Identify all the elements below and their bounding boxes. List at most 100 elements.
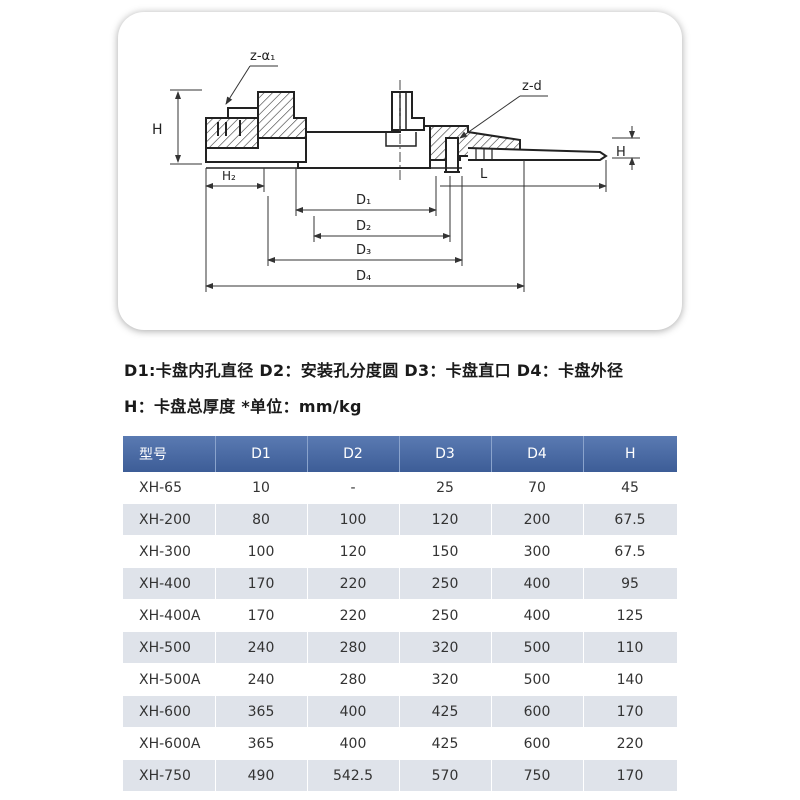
header-d1: D1 — [215, 436, 308, 472]
cell-d3: 250 — [399, 567, 492, 600]
cell-h: 170 — [583, 759, 678, 792]
label-H-right: H — [616, 145, 626, 160]
cell-h: 45 — [583, 472, 678, 504]
cell-d1: 240 — [215, 663, 308, 696]
cell-d4: 600 — [491, 695, 584, 728]
dim-H-right — [612, 126, 640, 170]
cell-d3: 320 — [399, 631, 492, 664]
dim-L — [440, 160, 607, 192]
dim-H2 — [205, 168, 265, 292]
dim-H-left — [170, 89, 202, 165]
cell-d2: 400 — [307, 695, 400, 728]
header-d2: D2 — [307, 436, 400, 472]
cell-model: XH-200 — [123, 503, 216, 536]
cell-d3: 250 — [399, 599, 492, 632]
cell-d2: 220 — [307, 599, 400, 632]
dim-D2 — [313, 176, 451, 242]
cell-d4: 70 — [491, 472, 584, 504]
cell-d4: 750 — [491, 759, 584, 792]
cell-d4: 300 — [491, 535, 584, 568]
legend-line-1: D1:卡盘内孔直径 D2：安装孔分度圆 D3：卡盘直口 D4：卡盘外径 — [124, 361, 624, 380]
cell-d4: 500 — [491, 631, 584, 664]
cell-h: 110 — [583, 631, 678, 664]
cell-model: XH-500A — [123, 663, 216, 696]
cell-d1: 490 — [215, 759, 308, 792]
cell-d2: 100 — [307, 503, 400, 536]
cell-d4: 200 — [491, 503, 584, 536]
cell-d1: 240 — [215, 631, 308, 664]
label-D4: D₄ — [356, 269, 371, 284]
chuck-body — [205, 91, 608, 173]
cell-model: XH-400 — [123, 567, 216, 600]
cell-d3: 25 — [399, 472, 492, 504]
cell-h: 67.5 — [583, 503, 678, 536]
label-D2: D₂ — [356, 219, 371, 234]
cell-h: 220 — [583, 727, 678, 760]
header-d3: D3 — [399, 436, 492, 472]
chuck-cross-section-drawing: H z-α₁ z-d H H₂ L D₁ D₂ — [152, 49, 640, 292]
label-H2: H₂ — [222, 169, 236, 183]
cell-model: XH-65 — [123, 472, 216, 504]
dim-D1 — [295, 168, 437, 216]
cell-d3: 425 — [399, 695, 492, 728]
cell-d1: 80 — [215, 503, 308, 536]
cell-d2: 542.5 — [307, 759, 400, 792]
cell-h: 67.5 — [583, 535, 678, 568]
cell-d4: 400 — [491, 567, 584, 600]
cell-d1: 365 — [215, 727, 308, 760]
cell-d1: 10 — [215, 472, 308, 504]
cell-d3: 120 — [399, 503, 492, 536]
header-d4: D4 — [491, 436, 584, 472]
label-z-a1: z-α₁ — [250, 49, 275, 64]
cell-model: XH-600 — [123, 695, 216, 728]
cell-d1: 365 — [215, 695, 308, 728]
cell-d2: 400 — [307, 727, 400, 760]
bolt — [445, 137, 459, 173]
cell-model: XH-750 — [123, 759, 216, 792]
label-z-d: z-d — [522, 79, 542, 94]
cell-d3: 150 — [399, 535, 492, 568]
cell-model: XH-400A — [123, 599, 216, 632]
table-header-row: 型号 D1 D2 D3 D4 H — [123, 436, 677, 472]
cell-h: 95 — [583, 567, 678, 600]
label-H-left: H — [152, 122, 163, 138]
cell-d4: 400 — [491, 599, 584, 632]
header-model: 型号 — [123, 436, 216, 472]
cell-d2: 280 — [307, 631, 400, 664]
cell-d2: 280 — [307, 663, 400, 696]
cell-h: 170 — [583, 695, 678, 728]
header-h: H — [583, 436, 677, 472]
cell-model: XH-600A — [123, 727, 216, 760]
dim-D4 — [205, 160, 525, 292]
right-arm — [467, 147, 608, 161]
cell-h: 140 — [583, 663, 678, 696]
cell-d1: 170 — [215, 567, 308, 600]
cell-h: 125 — [583, 599, 678, 632]
left-jaw-hatched — [257, 91, 307, 139]
label-L: L — [480, 167, 488, 182]
cell-d1: 100 — [215, 535, 308, 568]
cell-d2: 220 — [307, 567, 400, 600]
cell-d3: 425 — [399, 727, 492, 760]
dim-D3 — [267, 176, 463, 266]
label-D1: D₁ — [356, 193, 371, 208]
cell-d4: 600 — [491, 727, 584, 760]
center-boss — [391, 91, 425, 131]
cell-model: XH-300 — [123, 535, 216, 568]
cell-d4: 500 — [491, 663, 584, 696]
cell-d3: 570 — [399, 759, 492, 792]
cell-d1: 170 — [215, 599, 308, 632]
cell-d3: 320 — [399, 663, 492, 696]
legend-line-2: H：卡盘总厚度 *单位：mm/kg — [124, 397, 362, 416]
